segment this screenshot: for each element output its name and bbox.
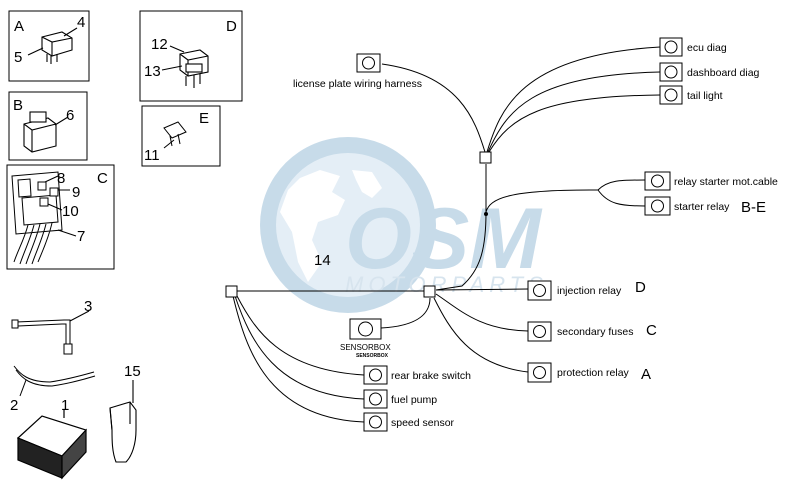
connector-protection-relay — [527, 362, 552, 383]
label-3: 3 — [84, 298, 92, 315]
label-injection-relay-ref: D — [635, 279, 646, 296]
harness-wires — [232, 46, 661, 423]
splice-dot — [484, 212, 488, 216]
label-secondary-fuses-ref: C — [646, 322, 657, 339]
label-fuel-pump: fuel pump — [391, 394, 437, 406]
watermark-landmass — [352, 170, 382, 198]
label-c: C — [97, 170, 108, 187]
cover-15-drawing — [109, 380, 137, 463]
label-8: 8 — [57, 170, 65, 187]
label-2: 2 — [10, 397, 18, 414]
label-d: D — [226, 18, 237, 35]
label-relay-starter: relay starter mot.cable — [674, 176, 778, 188]
label-b: B — [13, 97, 23, 114]
label-a: A — [14, 18, 24, 35]
connector-speed-sensor — [363, 412, 388, 432]
label-protection-relay: protection relay — [557, 367, 630, 379]
label-injection-relay: injection relay — [557, 285, 622, 297]
cable-3-drawing — [11, 310, 90, 355]
label-5: 5 — [14, 49, 22, 66]
connector-dashboard-diag — [659, 62, 683, 82]
label-sensorbox-sub: SENSORBOX — [356, 353, 389, 359]
label-speed-sensor: speed sensor — [391, 417, 455, 429]
connector-secondary-fuses — [527, 321, 552, 342]
box-part-d — [139, 10, 243, 102]
label-tail-light: tail light — [687, 90, 723, 102]
label-14: 14 — [314, 252, 331, 269]
connector-relay-starter — [644, 171, 671, 191]
connector-injection-relay — [527, 280, 552, 301]
osm-watermark: OSM MOTORPARTS — [260, 137, 548, 313]
watermark-continent — [280, 170, 345, 282]
cable-2-drawing — [13, 365, 96, 397]
label-ecu-diag: ecu diag — [687, 42, 727, 54]
label-1: 1 — [61, 397, 69, 414]
label-15: 15 — [124, 363, 141, 380]
box-part-e — [141, 105, 221, 167]
label-e: E — [199, 110, 209, 127]
label-4: 4 — [77, 14, 85, 31]
watermark-subtitle: MOTORPARTS — [345, 272, 548, 297]
junction-top — [479, 151, 492, 164]
relay-a-drawing — [27, 27, 78, 64]
label-9: 9 — [72, 184, 80, 201]
connector-tail-light — [659, 85, 683, 105]
label-protection-relay-ref: A — [641, 366, 651, 383]
label-starter-relay-ref: B-E — [741, 199, 766, 216]
connector-license-plate — [356, 53, 381, 73]
fuse-e-drawing — [163, 121, 187, 149]
box-part-c — [6, 164, 115, 270]
label-10: 10 — [62, 203, 79, 220]
connector-sensorbox — [349, 318, 382, 340]
label-12: 12 — [151, 36, 168, 53]
label-sensorbox: SENSORBOX — [340, 343, 391, 352]
fuse-box-c-drawing — [11, 171, 77, 265]
label-dashboard-diag: dashboard diag — [687, 67, 760, 79]
junction-left — [225, 285, 238, 298]
label-license-plate: license plate wiring harness — [293, 78, 422, 90]
box-part-a — [8, 10, 90, 82]
relay-d-drawing — [161, 45, 209, 88]
relay-holder-b-drawing — [23, 111, 69, 153]
label-6: 6 — [66, 107, 74, 124]
label-starter-relay: starter relay — [674, 201, 730, 213]
label-secondary-fuses: secondary fuses — [557, 326, 633, 338]
connector-fuel-pump — [363, 389, 388, 409]
junction-right — [423, 285, 436, 298]
watermark-brand: OSM — [345, 191, 543, 287]
label-7: 7 — [77, 228, 85, 245]
connector-ecu-diag — [659, 37, 683, 57]
label-13: 13 — [144, 63, 161, 80]
ecu-1-drawing — [16, 410, 88, 480]
connector-starter-relay — [644, 196, 671, 216]
box-part-b — [8, 91, 88, 161]
harness-junctions — [225, 151, 492, 298]
connector-rear-brake — [363, 365, 388, 385]
label-11: 11 — [144, 147, 160, 164]
label-rear-brake: rear brake switch — [391, 370, 471, 382]
